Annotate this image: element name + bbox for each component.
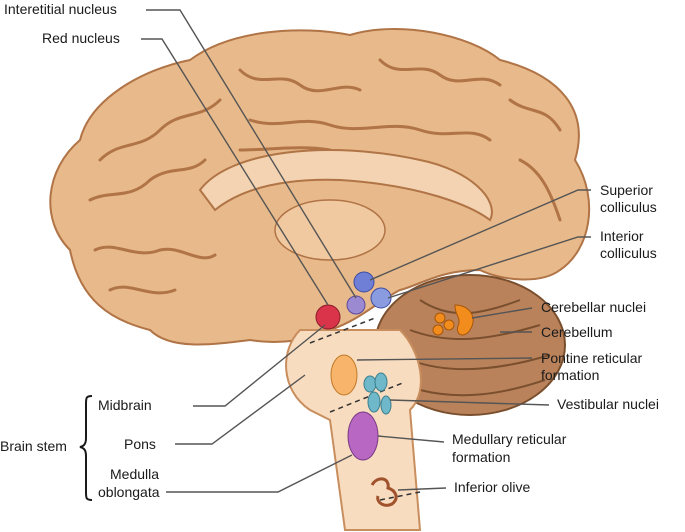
label-pontine-1: Pontine reticular [541, 350, 643, 366]
vestibular-nuclei-shape [363, 372, 392, 415]
label-interior-colliculus-1: Interior [600, 228, 644, 244]
superior-colliculus-shape [353, 271, 375, 293]
label-red-nucleus: Red nucleus [42, 30, 120, 46]
interior-colliculus-shape [370, 287, 392, 309]
label-cerebellum: Cerebellum [541, 324, 613, 340]
label-brain-stem: Brain stem [0, 438, 67, 454]
pontine-reticular-shape [330, 354, 358, 396]
label-vestibular-nuclei: Vestibular nuclei [557, 396, 659, 412]
label-superior-colliculus-1: Superior [600, 182, 653, 198]
label-medulla-2: oblongata [98, 484, 160, 500]
interstitial-nucleus-shape [346, 295, 366, 315]
label-pons: Pons [124, 436, 156, 452]
label-inferior-olive: Inferior olive [454, 479, 531, 495]
label-superior-colliculus-2: colliculus [600, 199, 657, 215]
red-nucleus-shape [315, 304, 341, 330]
label-cerebellar-nuclei: Cerebellar nuclei [541, 299, 647, 315]
medullary-reticular-shape [347, 411, 379, 461]
cerebellar-nuclei-shape [432, 304, 474, 336]
inferior-olive-shape [370, 477, 398, 507]
brain-stem-bracket [79, 395, 93, 501]
thalamus [274, 199, 386, 261]
corpus-callosum [198, 149, 493, 222]
cerebrum [49, 28, 591, 346]
label-interior-colliculus-2: colliculus [600, 245, 657, 261]
label-medullary-1: Medullary reticular [452, 431, 567, 447]
label-medulla-1: Medulla [110, 466, 160, 482]
label-medullary-2: formation [452, 449, 511, 465]
label-pontine-2: formation [541, 367, 600, 383]
label-interstitial-nucleus: Interetitial nucleus [4, 1, 117, 17]
label-midbrain: Midbrain [98, 397, 152, 413]
